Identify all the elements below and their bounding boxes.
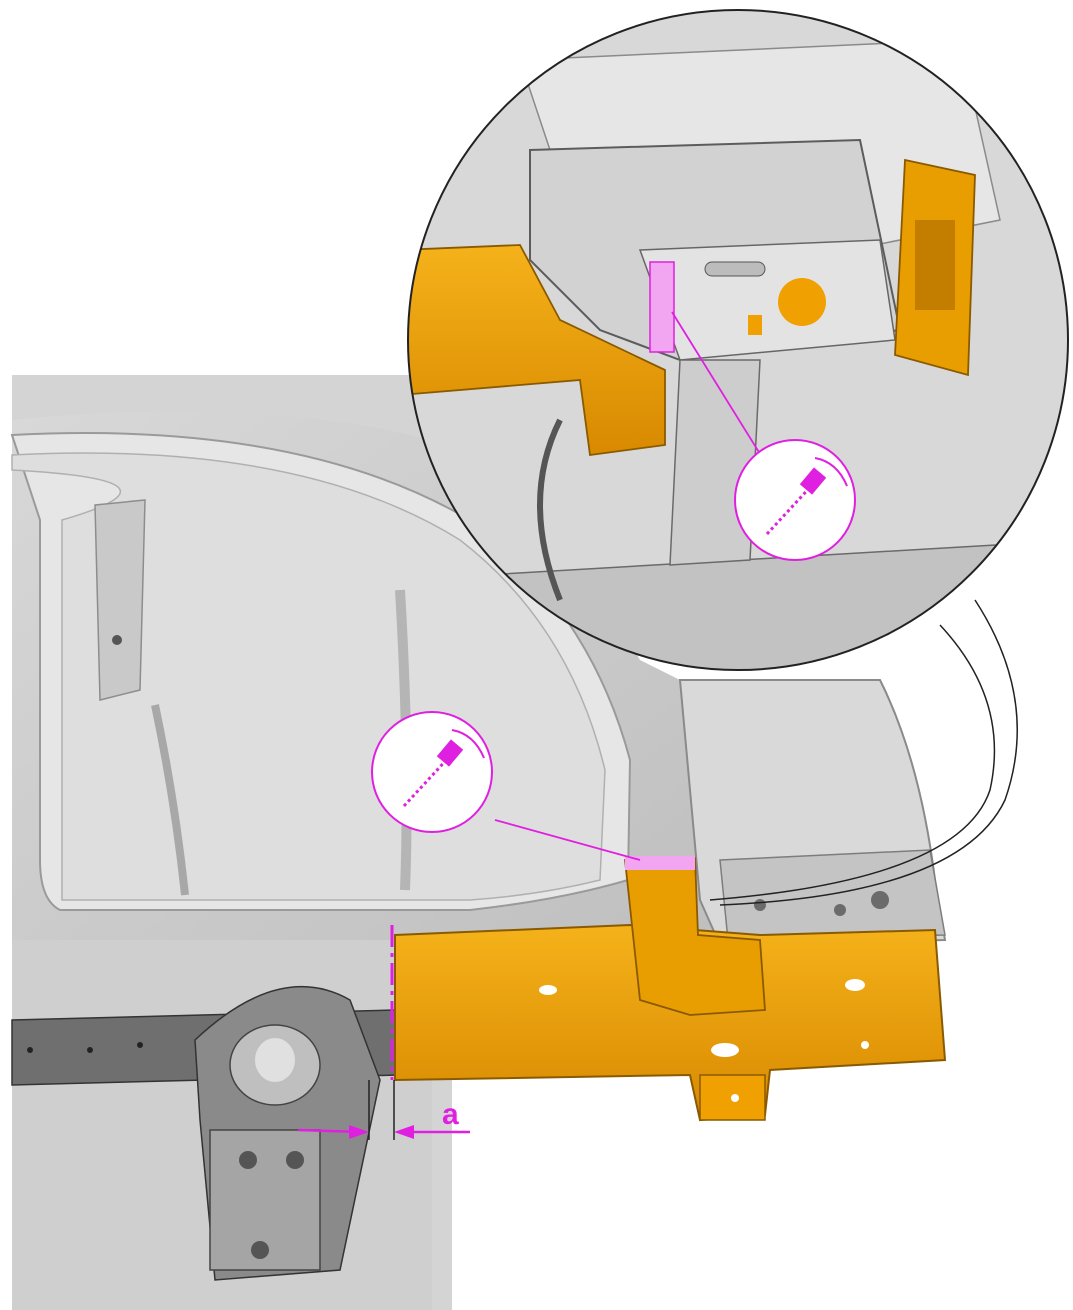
detail-slot [704,261,766,277]
main-view: a [10,375,947,1310]
slot [539,985,557,995]
slot [845,979,865,991]
weld-symbol-icon [765,457,848,536]
detail-left-rail [408,244,666,457]
detail-connector-inner [719,599,1018,906]
hole [112,635,122,645]
weld-callout-detail [734,439,856,561]
rail-body [394,923,947,1122]
hole [286,1151,304,1169]
mount-boss-top [255,1038,295,1082]
pillar-bracket [719,849,946,941]
detail-orange-tab [748,315,762,335]
hole [137,1042,143,1048]
hole [731,1094,739,1102]
weld-zone-main [625,856,695,870]
hole [87,1047,93,1053]
hole [27,1047,33,1053]
detail-view [407,9,1069,906]
detail-orange-dot [778,278,826,326]
dimension-a: a [297,1080,470,1140]
weld-zone-detail [649,261,675,353]
slot [711,1043,739,1057]
detail-connector [709,624,996,901]
panel-rib [151,704,189,896]
hole [754,899,766,911]
detail-wheel-arc [537,418,563,602]
weld-callout-main [371,711,641,861]
hole [871,891,889,909]
detail-right-pocket [915,220,955,310]
hole [834,904,846,916]
bracket-left [94,499,146,701]
detail-housing-face [638,239,896,361]
detail-circle-border [407,9,1069,671]
leader-line [494,819,641,861]
replacement-rail [394,857,947,1122]
dimension-arrow-icon [297,1125,470,1139]
weld-symbol-icon [402,729,485,808]
detail-leader-line [671,311,771,471]
dimension-label: a [442,1098,459,1131]
hole [239,1151,257,1169]
hole [251,1241,269,1259]
rail-upper-bracket [624,857,766,1016]
callout-circle [371,711,493,833]
hole [861,1041,869,1049]
callout-circle [734,439,856,561]
